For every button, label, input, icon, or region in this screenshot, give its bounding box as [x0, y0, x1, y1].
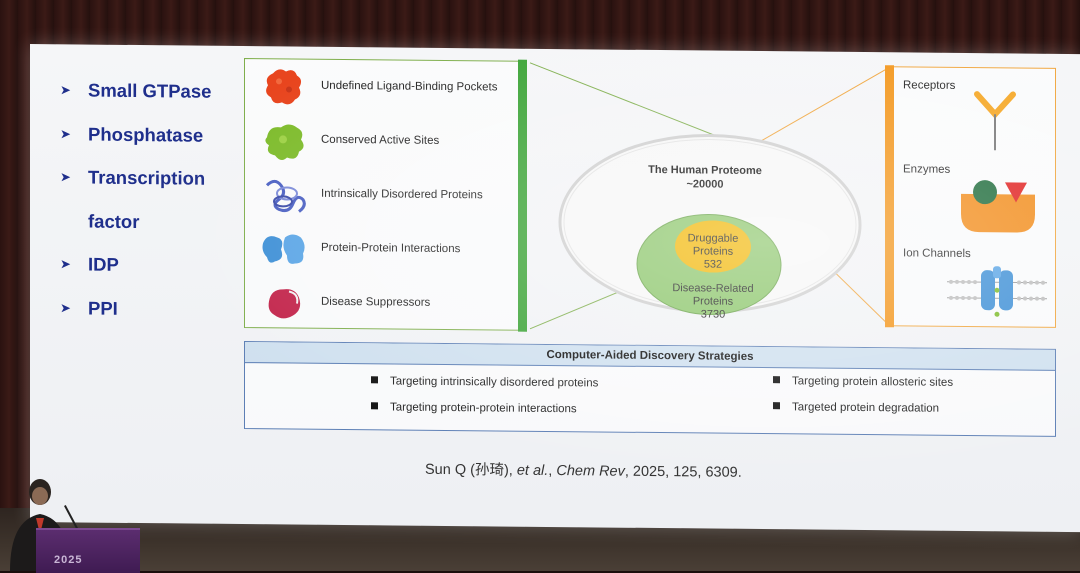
podium: 2025 [36, 528, 140, 573]
feature-item: Conserved Active Sites [259, 117, 521, 168]
discovery-strategies-table: Computer-Aided Discovery Strategies Targ… [244, 341, 1056, 437]
podium-label: 2025 [54, 554, 83, 566]
ion-channel-membrane-icon [947, 266, 1047, 317]
square-bullet-icon [773, 402, 780, 410]
feature-item: Undefined Ligand-Binding Pockets [259, 63, 521, 114]
feature-item: Protein-Protein Interactions [259, 225, 521, 276]
strategy-item: Targeting intrinsically disordered prote… [371, 375, 598, 389]
target-label-enzymes: Enzymes [903, 163, 951, 176]
red-blob-protein-icon [266, 69, 302, 105]
projection-screen: ➤ Small GTPase ➤ Phosphatase ➤ Transcrip… [30, 44, 1080, 533]
protein-challenges-panel: Undefined Ligand-Binding Pockets Conserv… [244, 58, 527, 332]
strategy-item: Targeting protein allosteric sites [773, 375, 953, 389]
feature-item: Intrinsically Disordered Proteins [259, 171, 521, 222]
proteome-title: The Human Proteome [648, 163, 762, 178]
square-bullet-icon [773, 376, 780, 384]
disordered-coil-protein-icon [265, 179, 306, 213]
strategy-item: Targeting protein-protein interactions [371, 401, 577, 415]
crimson-protein-icon [268, 289, 301, 319]
disease-related-proteins-label: Disease-Related Proteins 3730 [672, 282, 754, 321]
druggable-proteins-label: Druggable Proteins 532 [687, 232, 739, 271]
orange-accent-bar [885, 65, 894, 328]
receptor-y-icon [974, 91, 1016, 151]
enzyme-substrate-icon [961, 180, 1035, 233]
green-blob-protein-icon [265, 124, 304, 160]
square-bullet-icon [371, 376, 378, 384]
druggable-targets-panel: Receptors Enzymes Ion Channels [885, 65, 1056, 328]
target-label-receptors: Receptors [903, 79, 956, 92]
human-proteome-diagram: The Human Proteome ~20000 Druggable Prot… [555, 127, 865, 321]
blue-dimer-protein-icon [262, 234, 305, 264]
target-label-ion-channels: Ion Channels [903, 247, 971, 261]
proteome-total: ~20000 [686, 178, 724, 191]
citation: Sun Q (孙琦), et al., Chem Rev, 2025, 125,… [425, 461, 742, 481]
feature-item: Disease Suppressors [259, 279, 521, 330]
strategy-item: Targeted protein degradation [773, 401, 939, 415]
square-bullet-icon [371, 402, 378, 410]
proteome-circles [558, 134, 862, 316]
